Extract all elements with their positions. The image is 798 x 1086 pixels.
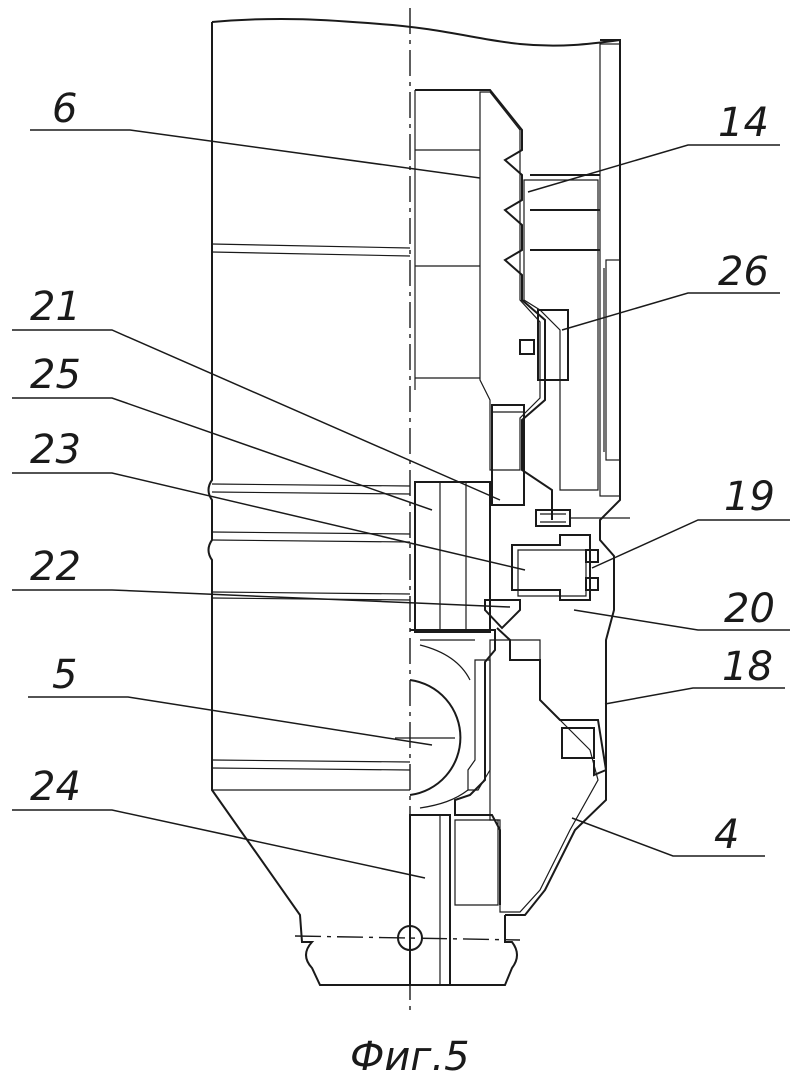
label-25: 25 [30, 352, 81, 398]
label-22: 22 [30, 544, 81, 590]
label-23: 23 [30, 427, 81, 473]
label-5: 5 [52, 652, 77, 698]
label-21: 21 [30, 284, 81, 330]
leader-21 [12, 330, 500, 500]
label-19: 19 [724, 474, 775, 520]
pin-axis-line [295, 936, 520, 940]
leader-26 [562, 293, 780, 330]
label-6: 6 [52, 86, 77, 132]
leader-14 [528, 145, 780, 192]
figure-caption: Фиг.5 [350, 1034, 470, 1080]
label-24: 24 [30, 764, 81, 810]
leader-23 [12, 473, 525, 570]
leader-lines [12, 130, 790, 878]
leader-18 [605, 688, 785, 704]
label-20: 20 [724, 586, 775, 632]
leader-19 [592, 520, 790, 568]
part-labels: 6 14 26 21 25 23 19 22 20 18 5 24 4 [30, 86, 775, 858]
section-view [395, 40, 630, 985]
leader-6 [30, 130, 480, 178]
label-18: 18 [722, 644, 773, 690]
label-14: 14 [718, 100, 769, 146]
leader-24 [12, 810, 425, 878]
leader-5 [28, 697, 432, 745]
label-4: 4 [714, 812, 739, 858]
label-26: 26 [718, 249, 769, 295]
